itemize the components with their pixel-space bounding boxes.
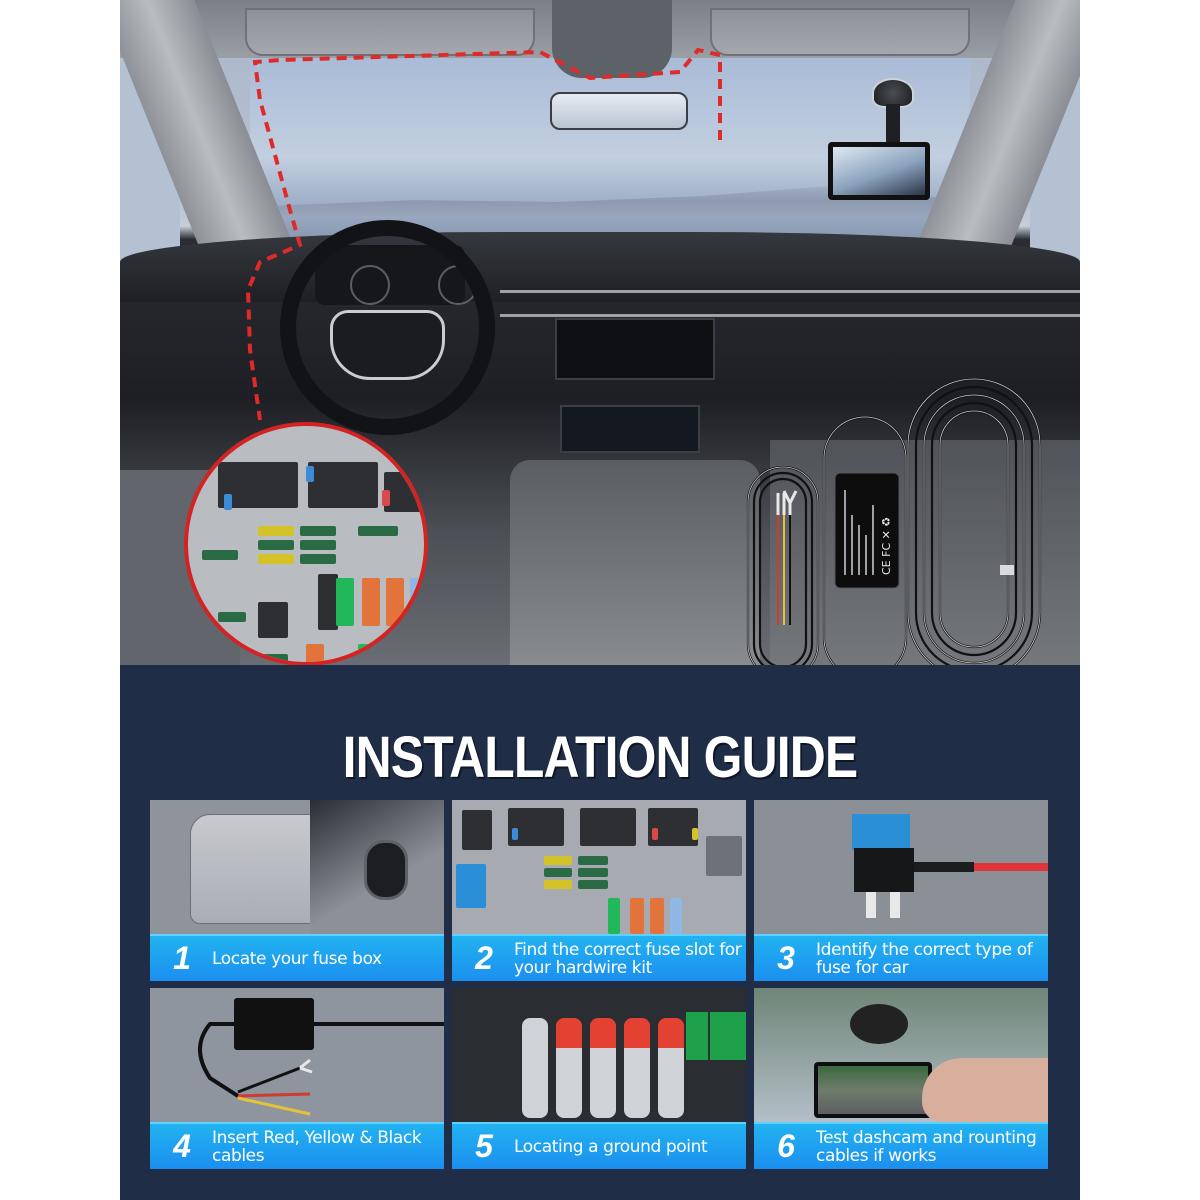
step-label: 1 Locate your fuse box	[150, 934, 444, 981]
red-wire	[974, 863, 1048, 871]
step-label: 6 Test dashcam and rounting cables if wo…	[754, 1122, 1048, 1169]
step-photo-cables	[150, 988, 444, 1122]
step-text: Identify the correct type of fuse for ca…	[816, 939, 1033, 978]
fuse-blade	[890, 892, 900, 918]
step-photo-fuse-tap	[754, 800, 1048, 934]
infotainment-screen	[555, 318, 715, 380]
hardwire-module	[234, 998, 314, 1050]
step-text: Find the correct fuse slot for your hard…	[514, 939, 742, 978]
step-label: 2 Find the correct fuse slot for your ha…	[452, 934, 746, 981]
black-wire	[914, 862, 974, 872]
dashcam-stem	[886, 104, 900, 146]
step-photo-glovebox	[150, 800, 444, 934]
steps-grid: 1 Locate your fuse box	[150, 800, 1050, 1170]
step-label: 3 Identify the correct type of fuse for …	[754, 934, 1048, 981]
rearview-mirror	[550, 92, 688, 130]
step-number: 1	[173, 940, 191, 976]
dashcam	[828, 142, 930, 200]
step-photo-fuse-box	[452, 800, 746, 934]
air-vent	[364, 840, 408, 900]
step-card-1: 1 Locate your fuse box	[150, 800, 444, 983]
hand-pointing	[922, 1058, 1048, 1122]
step-label: 4 Insert Red, Yellow & Black cables	[150, 1122, 444, 1169]
step-text: Test dashcam and rounting cables if work…	[816, 1127, 1037, 1166]
step-card-3: 3 Identify the correct type of fuse for …	[754, 800, 1048, 983]
step-number: 5	[475, 1128, 493, 1164]
overhead-console	[552, 0, 672, 78]
step-number: 2	[475, 940, 493, 976]
svg-text:CE FC ✕ ♻: CE FC ✕ ♻	[880, 517, 893, 575]
fuse-box-callout	[184, 422, 428, 665]
guide-title: INSTALLATION GUIDE	[342, 725, 859, 790]
dash-trim	[500, 290, 1080, 293]
sun-visor	[710, 8, 970, 56]
step-card-4: 4 Insert Red, Yellow & Black cables	[150, 988, 444, 1171]
step-number: 3	[777, 940, 795, 976]
step-card-6: 6 Test dashcam and rounting cables if wo…	[754, 988, 1048, 1171]
fuse-tap-body	[854, 848, 914, 892]
dashcam	[814, 1062, 932, 1118]
center-console	[510, 460, 760, 665]
steering-hub	[330, 310, 445, 380]
step-card-2: 2 Find the correct fuse slot for your ha…	[452, 800, 746, 983]
hardwire-kit-product: CE FC ✕ ♻	[746, 377, 1042, 665]
sun-visor	[245, 8, 535, 56]
step-number: 4	[173, 1128, 191, 1164]
blue-fuse	[852, 814, 910, 850]
dash-trim	[500, 314, 1080, 317]
product-infographic: CE FC ✕ ♻ INSTALLATION GUIDE 1 Locate yo…	[120, 0, 1080, 1200]
step-card-5: 5 Locating a ground point	[452, 988, 746, 1171]
dashcam-screen	[833, 147, 925, 195]
step-photo-dashcam-test	[754, 988, 1048, 1122]
hero-car-interior: CE FC ✕ ♻	[120, 0, 1080, 665]
suction-mount	[850, 1004, 908, 1044]
cable-wires	[198, 1022, 444, 1116]
climate-screen	[560, 405, 700, 453]
cable-route-dashed	[245, 47, 722, 421]
fuse-blade	[866, 892, 876, 918]
step-text: Insert Red, Yellow & Black cables	[212, 1127, 422, 1166]
step-photo-ground-point	[452, 988, 746, 1122]
step-number: 6	[777, 1128, 795, 1164]
step-text: Locate your fuse box	[212, 948, 382, 969]
step-text: Locating a ground point	[514, 1136, 708, 1157]
step-label: 5 Locating a ground point	[452, 1122, 746, 1169]
